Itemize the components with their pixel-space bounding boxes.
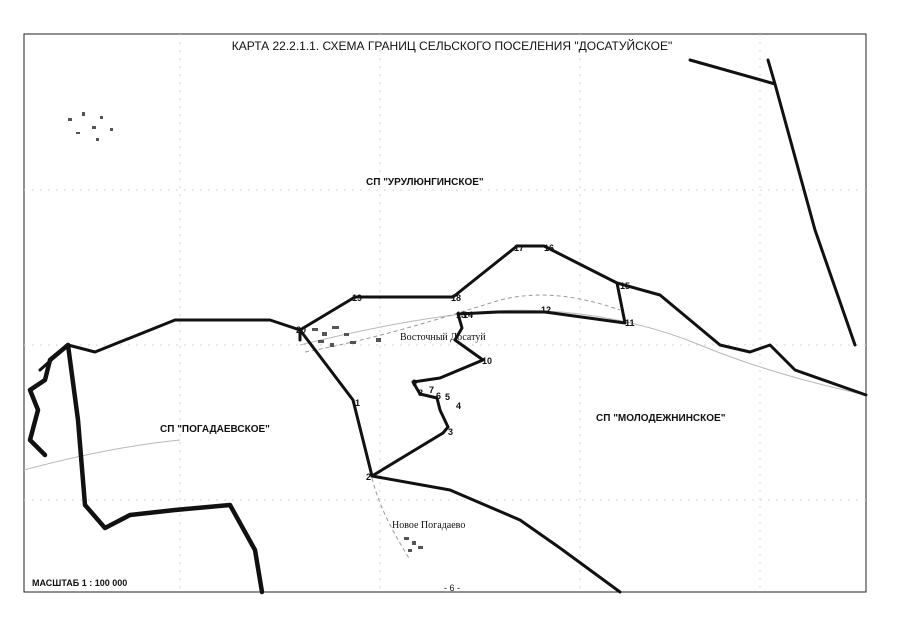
marsh-texture [68, 112, 113, 141]
river-line [299, 309, 867, 396]
boundary-south [370, 474, 622, 594]
river-line-2 [23, 439, 181, 471]
region-label-east: СП "МОЛОДЕЖНИНСКОЕ" [596, 413, 726, 424]
settlement-label-vostochny: Восточный Досатуй [400, 332, 486, 343]
boundary-east [615, 281, 868, 397]
settlement-texture-novoe [404, 537, 423, 552]
road-line-2 [371, 477, 411, 561]
settlement-label-novoe: Новое Погадаево [392, 520, 465, 531]
point-label-19: 19 [352, 293, 362, 303]
road-line [304, 294, 621, 353]
scale-label: МАСШТАБ 1 : 100 000 [32, 578, 127, 588]
page-number: - 6 - [444, 583, 460, 593]
map-frame [23, 33, 867, 593]
boundary-thick-west [65, 342, 265, 595]
point-label-2: 2 [366, 472, 371, 482]
point-label-13: 13 [456, 310, 466, 320]
map-grid [24, 34, 866, 592]
point-label-18: 18 [451, 293, 461, 303]
point-label-15: 15 [620, 281, 630, 291]
point-label-9: 9 [412, 378, 417, 388]
boundary-point-labels: 1 2 3 4 5 6 7 8 9 10 11 12 13 14 15 16 1… [296, 243, 635, 482]
region-label-west: СП "ПОГАДАЕВСКОЕ" [160, 424, 270, 435]
map-title: КАРТА 22.2.1.1. СХЕМА ГРАНИЦ СЕЛЬСКОГО П… [232, 38, 673, 53]
point-label-11: 11 [625, 318, 635, 328]
point-label-16: 16 [544, 243, 554, 253]
point-label-12: 12 [541, 305, 551, 315]
point-label-1: 1 [355, 398, 360, 408]
point-label-17: 17 [514, 243, 524, 253]
region-label-north: СП "УРУЛЮНГИНСКОЕ" [366, 177, 484, 188]
point-label-4: 4 [456, 401, 461, 411]
settlement-texture-vostochny [312, 326, 381, 347]
point-label-3: 3 [448, 427, 453, 437]
point-label-8: 8 [418, 388, 423, 398]
point-label-6: 6 [436, 391, 441, 401]
boundary-thick-west-2 [27, 342, 71, 458]
dosatuy-boundary [298, 244, 627, 478]
point-label-5: 5 [445, 392, 450, 402]
point-label-14: 14 [463, 310, 473, 320]
boundary-northeast [688, 58, 857, 347]
point-label-7: 7 [429, 385, 434, 395]
point-label-10: 10 [482, 356, 492, 366]
point-label-20: 20 [296, 325, 306, 335]
